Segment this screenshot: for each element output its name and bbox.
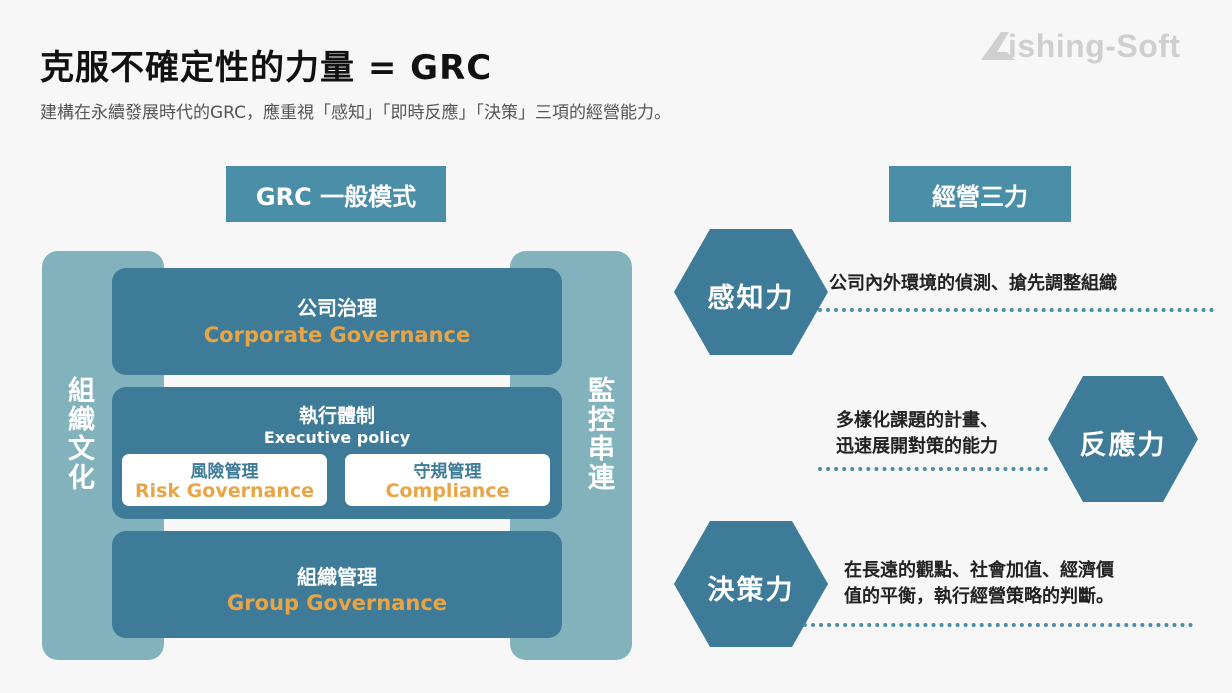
decision-hexagon-icon — [674, 521, 828, 647]
executive-policy-en: Executive policy — [263, 428, 411, 447]
company-logo-icon — [981, 32, 1015, 60]
org-culture-label: 組織文化 — [63, 376, 94, 492]
perception-label: 感知力 — [707, 283, 795, 314]
response-desc-line-2: 迅速展開對策的能力 — [836, 436, 998, 457]
perception-desc-line: 公司內外環境的偵測、搶先調整組織 — [829, 273, 1117, 294]
executive-policy-block: 執行體制 Executive policy 風險管理 Risk Governan… — [112, 387, 562, 519]
risk-governance-card: 風險管理 Risk Governance — [122, 454, 327, 506]
perception-desc: 公司內外環境的偵測、搶先調整組織 — [829, 271, 1117, 297]
decision-desc: 在長遠的觀點、社會加值、經濟價 值的平衡，執行經營策略的判斷。 — [844, 558, 1114, 610]
risk-governance-zh: 風險管理 — [190, 462, 259, 482]
group-governance-en: Group Governance — [226, 591, 448, 615]
grc-model-heading: GRC 一般模式 — [226, 166, 446, 222]
group-governance-block: 組織管理 Group Governance — [112, 531, 562, 638]
compliance-en: Compliance — [385, 480, 510, 502]
response-desc: 多樣化課題的計畫、 迅速展開對策的能力 — [836, 408, 998, 460]
response-desc-line-1: 多樣化課題的計畫、 — [836, 410, 998, 431]
decision-desc-line-2: 值的平衡，執行經營策略的判斷。 — [844, 586, 1114, 607]
decision-desc-line-1: 在長遠的觀點、社會加值、經濟價 — [844, 560, 1114, 581]
executive-policy-zh: 執行體制 — [298, 405, 375, 427]
compliance-zh: 守規管理 — [413, 462, 482, 482]
compliance-card: 守規管理 Compliance — [345, 454, 550, 506]
corporate-governance-en: Corporate Governance — [203, 323, 471, 347]
group-governance-zh: 組織管理 — [297, 565, 377, 589]
response-hexagon-icon — [1048, 376, 1198, 502]
response-dotted-line — [818, 467, 1048, 471]
monitoring-label: 監控串連 — [583, 376, 614, 492]
corporate-governance-block: 公司治理 Corporate Governance — [112, 268, 562, 375]
decision-dotted-line — [803, 623, 1193, 627]
decision-label: 決策力 — [707, 575, 795, 606]
page-title: 克服不確定性的力量 = GRC — [40, 48, 493, 88]
risk-governance-en: Risk Governance — [134, 480, 314, 502]
corporate-governance-zh: 公司治理 — [297, 296, 377, 320]
perception-hexagon-icon — [674, 229, 828, 355]
response-label: 反應力 — [1079, 430, 1167, 461]
three-powers-heading: 經營三力 — [889, 166, 1071, 222]
page-subtitle: 建構在永續發展時代的GRC，應重視「感知」「即時反應」「決策」三項的經營能力。 — [40, 103, 672, 123]
company-logo-text: ishing-Soft — [1008, 28, 1181, 64]
perception-dotted-line — [818, 308, 1214, 312]
